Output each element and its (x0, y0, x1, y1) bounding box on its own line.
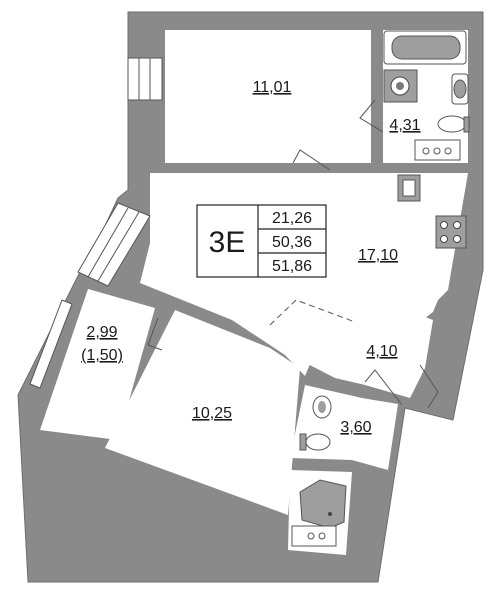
loggia-area-reduced: (1,50) (81, 347, 123, 364)
loggia-floor (40, 289, 155, 440)
sink-small-icon (291, 525, 337, 547)
door-room-top (292, 149, 331, 171)
door-hall-exit (419, 364, 439, 409)
bathroom-top-area: 4,31 (389, 117, 420, 134)
shower-icon (299, 479, 347, 529)
window-loggia (77, 202, 151, 287)
room-bottom-floor (105, 310, 300, 515)
stove-top-icon (414, 139, 461, 161)
washing-machine-icon (383, 69, 418, 103)
room-top-floor (165, 30, 371, 163)
toilet-bottom-icon (299, 433, 331, 451)
loggia-area: 2,99 (86, 324, 117, 341)
bathroom-bottom-area: 3,60 (340, 419, 371, 436)
hall-area: 4,10 (366, 343, 397, 360)
area-living: 21,26 (272, 210, 312, 227)
washbasin-icon (451, 73, 469, 105)
toilet-icon (437, 115, 470, 133)
apartment-type-code: 3E (209, 226, 246, 259)
kitchen-area: 17,10 (358, 247, 398, 264)
washbasin-bottom-icon (312, 395, 332, 419)
door-bathroom-top (359, 99, 384, 133)
area-table: 3E 21,26 50,36 51,86 (196, 204, 327, 278)
room-top-area: 11,01 (253, 79, 292, 96)
window-loggia-lower (29, 299, 73, 389)
hall-floor (270, 300, 433, 398)
door-loggia (147, 317, 163, 351)
bathtub-icon (383, 30, 467, 65)
door-bathroom-bottom (364, 369, 403, 406)
room-bottom-area: 10,25 (192, 405, 232, 422)
area-total: 50,36 (272, 234, 312, 251)
stove-icon (435, 215, 467, 249)
sink-icon (397, 174, 421, 202)
window-top-left (127, 57, 163, 101)
area-gross: 51,86 (272, 258, 312, 275)
door-hall-dashed (269, 299, 356, 326)
